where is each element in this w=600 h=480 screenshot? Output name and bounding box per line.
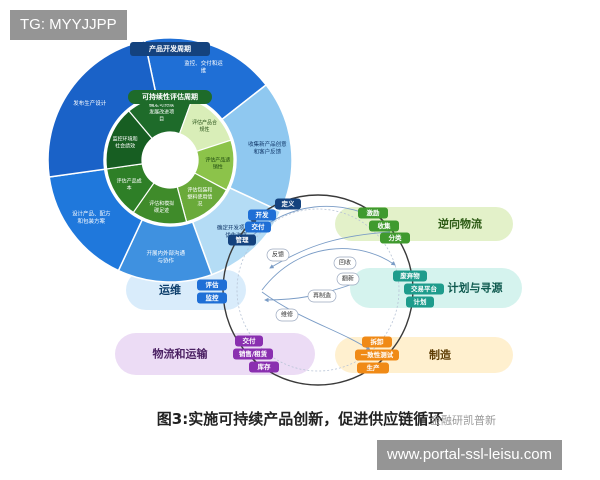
pill-sales_rent	[233, 348, 273, 360]
loop-label-refurbish: 翻新	[342, 275, 354, 283]
pill-define	[275, 198, 301, 210]
label-text: 评估产品适	[205, 157, 230, 164]
pill-manage	[228, 234, 256, 246]
sustainability-title-box	[128, 90, 212, 104]
figure-caption: 图3:实施可持续产品创新，促进供应链循环	[156, 410, 444, 428]
pill-produce	[357, 362, 389, 374]
loop-label-box-repair	[275, 308, 299, 322]
label-text: 和包装方案	[77, 217, 105, 225]
label-text: 确定开发项目和	[217, 224, 256, 232]
inner-loop-circle	[236, 208, 400, 372]
donut-hole	[142, 132, 198, 188]
band-label: 制造	[429, 348, 452, 362]
label-text: 收集新产品创意	[248, 140, 287, 148]
pill-waste	[393, 270, 427, 282]
label-text: 况	[197, 202, 202, 208]
band-label: 逆向物流	[438, 217, 482, 231]
pill-plan	[406, 296, 434, 308]
product-cycle-title: 产品开发周期	[149, 44, 191, 53]
sustainability-title: 可持续性评估周期	[142, 92, 198, 101]
flow-to-manufacturing	[261, 291, 371, 351]
loop-label-recycle: 回收	[339, 259, 351, 267]
pill-label-waste: 废弃物	[400, 271, 420, 280]
pill-label-trade_platform: 交易平台	[411, 284, 438, 293]
label-text: 碳足迹	[154, 207, 169, 214]
label-text: 与协作	[157, 257, 174, 265]
pill-label-deliver2: 交付	[243, 336, 257, 345]
band-label: 计划与寻源	[448, 281, 503, 295]
flow-refurbish	[264, 284, 351, 303]
loop-label-box-remanufacture	[307, 289, 337, 303]
pill-label-dismantle: 拆卸	[371, 337, 385, 346]
pill-label-plan: 计划	[414, 297, 428, 306]
label-text: 监控、交付和运	[184, 59, 223, 67]
label-text: 设计产品、配方	[72, 210, 111, 218]
label-text: 评估产品合	[192, 119, 217, 126]
label-text: 发布生产设计	[73, 99, 107, 107]
product-development-donut: 监控、交付和运维收集新产品创意和客户反馈确定开发项目和优先次序开展内外部沟通与协…	[47, 37, 293, 283]
pill-label-produce: 生产	[367, 363, 381, 372]
pill-label-manage: 管理	[236, 235, 250, 244]
pill-label-classify: 分类	[389, 233, 403, 242]
label-text: 社会绩效	[115, 142, 135, 149]
pill-label-deliver: 交付	[252, 222, 266, 231]
pill-label-incentive: 激励	[367, 208, 381, 217]
pill-label-sales_rent: 销售/租赁	[239, 349, 268, 358]
pill-monitor	[197, 292, 227, 304]
caption-watermark: 金融研凯普新	[430, 414, 496, 427]
pill-label-evaluate: 评估	[206, 280, 220, 289]
pill-dismantle	[362, 336, 392, 348]
product-cycle-title-box	[130, 42, 210, 56]
pill-evaluate	[197, 279, 227, 291]
pill-develop	[248, 209, 276, 221]
label-text: 发展改进项	[149, 109, 174, 116]
label-text: 评估产品成	[117, 178, 142, 185]
loop-label-box-recycle	[333, 256, 357, 270]
flow-to-planning	[261, 248, 396, 291]
loop-label-box-refurbish	[336, 272, 360, 286]
pill-label-develop: 开发	[256, 210, 270, 219]
watermark-top: TG: MYYJJPP	[10, 10, 127, 40]
label-text: 塑料使用情	[187, 194, 212, 201]
label-text: 本	[127, 185, 132, 192]
label-text: 销性	[213, 164, 223, 171]
pill-consistency_test	[355, 349, 399, 361]
label-text: 评估和模拟	[149, 200, 174, 207]
pill-collect	[369, 220, 399, 232]
label-text: 目	[159, 117, 164, 123]
loop-label-remanufacture: 再制造	[313, 292, 331, 300]
band-label: 物流和运输	[153, 347, 209, 361]
pill-classify	[380, 232, 410, 244]
band-label: 运维	[159, 283, 181, 297]
label-text: 监控环境和	[113, 135, 138, 142]
pill-label-collect: 收集	[378, 221, 392, 230]
label-text: 确定可持续	[149, 102, 174, 109]
label-text: 开展内外部沟通	[146, 249, 185, 257]
label-text: 维	[201, 67, 207, 75]
pill-incentive	[358, 207, 388, 219]
label-text: 和客户反馈	[254, 148, 282, 156]
pill-label-inventory: 库存	[258, 362, 272, 371]
loop-label-feedback: 反馈	[272, 251, 284, 259]
loop-label-repair: 维修	[281, 311, 293, 319]
flow-recycle	[269, 231, 391, 269]
pill-label-define: 定义	[281, 199, 296, 208]
label-text: 评估包装和	[187, 187, 212, 194]
pill-inventory	[249, 361, 279, 373]
process-pills: 定义开发交付管理激励收集分类废弃物交易平台计划拆卸一致性测试生产交付销售/租赁库…	[197, 198, 444, 374]
pill-deliver	[245, 221, 271, 233]
label-text: 规性	[200, 126, 210, 133]
pill-trade_platform	[404, 283, 444, 295]
pill-deliver2	[235, 335, 263, 347]
pill-label-monitor: 监控	[206, 293, 220, 302]
watermark-bottom: www.portal-ssl-leisu.com	[377, 440, 563, 470]
loop-label-box-feedback	[266, 248, 290, 262]
band-4	[115, 333, 315, 375]
pill-label-consistency_test: 一致性测试	[361, 350, 394, 359]
outer-segment-6	[47, 39, 158, 178]
